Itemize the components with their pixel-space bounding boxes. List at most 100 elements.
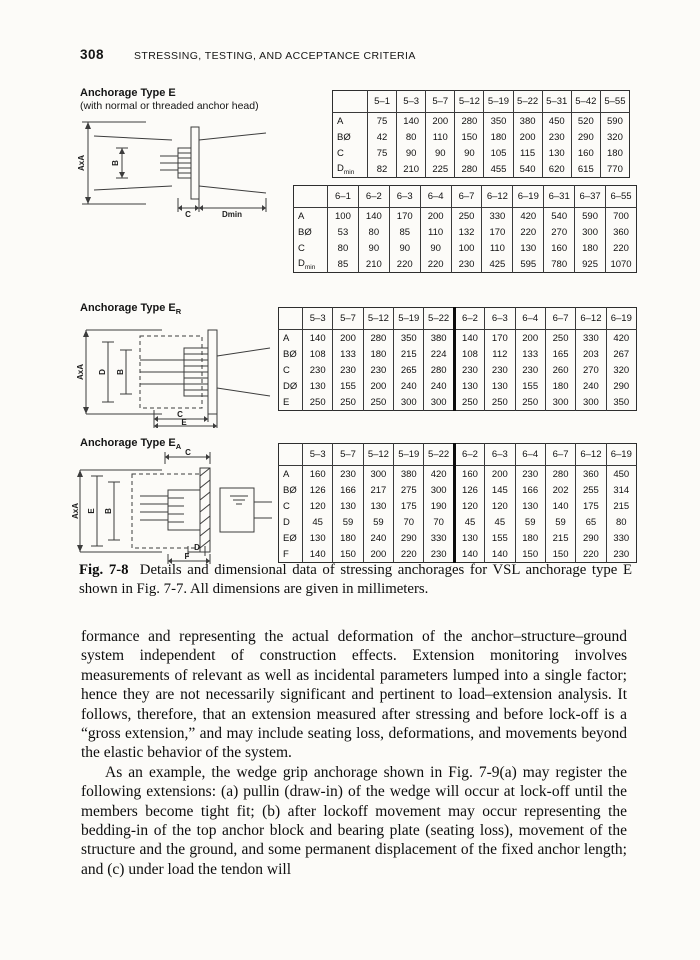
data-cell: 425 <box>481 256 513 273</box>
data-cell: 380 <box>423 329 455 346</box>
data-cell: 220 <box>388 256 421 273</box>
data-cell: 330 <box>575 329 607 346</box>
column-header: 5–3 <box>301 307 333 330</box>
table-corner-cell <box>332 90 368 113</box>
anchorage-type-er-diagram: AxA D B C E <box>76 329 271 428</box>
data-cell: 300 <box>393 394 424 411</box>
dim-label-d: D <box>194 543 200 552</box>
row-label: Dmin <box>337 162 355 176</box>
data-cell: 133 <box>332 346 364 362</box>
data-cell: 90 <box>454 145 484 161</box>
data-cell: 180 <box>514 530 546 546</box>
data-cell: 210 <box>357 256 390 273</box>
dim-label-axa: AxA <box>71 503 80 519</box>
data-cell: 217 <box>362 482 394 498</box>
dim-label-e: E <box>181 418 187 427</box>
data-cell: 45 <box>452 514 485 530</box>
data-cell: 590 <box>599 112 630 129</box>
data-cell: 155 <box>514 378 546 394</box>
data-cell: 190 <box>423 498 455 514</box>
data-cell: 290 <box>393 530 424 546</box>
data-cell: 170 <box>481 224 513 240</box>
column-header: 5–7 <box>332 307 364 330</box>
data-cell: 100 <box>450 240 482 256</box>
column-header: 6–19 <box>605 307 637 330</box>
data-cell: 350 <box>605 394 637 411</box>
data-cell: 540 <box>543 207 575 224</box>
data-cell: 230 <box>301 362 333 378</box>
column-header: 6–4 <box>514 443 546 466</box>
data-cell: 180 <box>332 530 364 546</box>
data-cell: 170 <box>484 329 516 346</box>
data-cell: 150 <box>514 546 546 563</box>
data-cell: 220 <box>512 224 544 240</box>
row-label: C <box>283 364 290 376</box>
data-cell: 420 <box>423 465 455 482</box>
section-label-type-ea: Anchorage Type EA <box>80 437 181 451</box>
data-cell: 80 <box>605 514 637 530</box>
data-cell: 126 <box>452 482 485 498</box>
data-cell: 200 <box>332 329 364 346</box>
column-header: 5–7 <box>425 90 455 113</box>
data-cell: 175 <box>393 498 424 514</box>
column-header: 5–31 <box>541 90 572 113</box>
data-cell: 155 <box>484 530 516 546</box>
data-cell: 126 <box>301 482 333 498</box>
data-cell: 280 <box>454 161 484 178</box>
column-header: 6–4 <box>419 185 452 208</box>
row-label: BØ <box>283 484 297 496</box>
data-cell: 230 <box>332 362 364 378</box>
data-cell: 130 <box>332 498 364 514</box>
data-cell: 120 <box>484 498 516 514</box>
data-cell: 250 <box>544 329 576 346</box>
data-cell: 70 <box>423 514 455 530</box>
data-cell: 215 <box>605 498 637 514</box>
data-cell: 230 <box>605 546 637 563</box>
data-cell: 350 <box>483 112 514 129</box>
data-cell: 350 <box>393 329 424 346</box>
row-label: C <box>337 147 344 159</box>
data-cell: 110 <box>425 129 455 145</box>
running-head-title: STRESSING, TESTING, AND ACCEPTANCE CRITE… <box>134 50 416 62</box>
column-header: 5–22 <box>512 90 543 113</box>
data-cell: 80 <box>357 224 390 240</box>
data-cell: 320 <box>599 129 630 145</box>
column-header: 6–3 <box>484 443 516 466</box>
data-cell: 200 <box>484 465 516 482</box>
data-cell: 300 <box>423 482 455 498</box>
data-cell: 240 <box>575 378 607 394</box>
section-title-text: Anchorage Type E <box>80 302 176 314</box>
body-paragraph: As an example, the wedge grip anchorage … <box>81 763 627 878</box>
body-paragraph: formance and representing the actual def… <box>81 628 627 762</box>
dim-label-c: C <box>185 448 191 457</box>
data-cell: 80 <box>396 129 426 145</box>
data-cell: 770 <box>599 161 630 178</box>
column-header: 6–19 <box>605 443 637 466</box>
column-header: 6–4 <box>514 307 546 330</box>
data-cell: 925 <box>574 256 606 273</box>
data-cell: 300 <box>574 224 606 240</box>
data-cell: 280 <box>454 112 484 129</box>
data-cell: 330 <box>605 530 637 546</box>
section-title: Anchorage Type ER <box>80 302 181 316</box>
data-cell: 110 <box>419 224 452 240</box>
dim-label-f: F <box>185 552 190 561</box>
data-cell: 140 <box>484 546 516 563</box>
data-cell: 175 <box>575 498 607 514</box>
data-cell: 108 <box>301 346 333 362</box>
diagram-ea-linework: C AxA E B D <box>71 448 272 564</box>
data-cell: 250 <box>332 394 364 411</box>
data-cell: 270 <box>543 224 575 240</box>
column-header: 6–19 <box>512 185 544 208</box>
column-header: 5–19 <box>393 443 424 466</box>
column-header: 6–12 <box>575 443 607 466</box>
data-cell: 290 <box>605 378 637 394</box>
data-cell: 224 <box>423 346 455 362</box>
